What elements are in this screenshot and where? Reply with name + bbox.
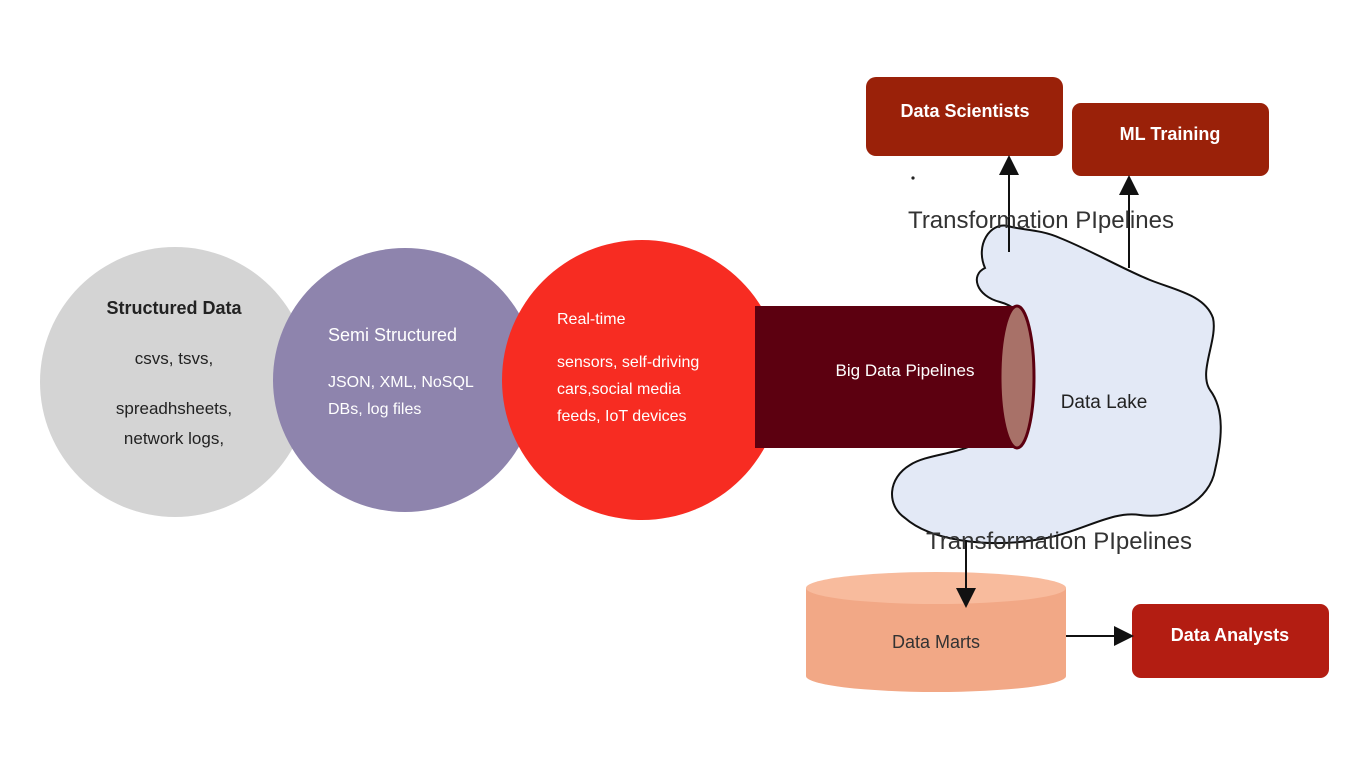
big-data-pipe [755, 306, 1017, 448]
data-marts-top [806, 572, 1066, 604]
data-scientists-box [866, 77, 1063, 156]
structured-data-circle [40, 247, 310, 517]
data-lake-label: Data Lake [1061, 392, 1148, 413]
data-scientists-label: Data Scientists [900, 101, 1029, 121]
transformation-label-top: Transformation PIpelines [908, 207, 1174, 234]
transformation-label-bottom: Transformation PIpelines [926, 528, 1192, 555]
structured-title: Structured Data [106, 298, 242, 318]
semi-structured-circle [273, 248, 537, 512]
semi-line1: JSON, XML, NoSQL [328, 374, 474, 391]
data-analysts-box [1132, 604, 1329, 678]
semi-title: Semi Structured [328, 325, 457, 345]
data-marts-bottom [806, 660, 1066, 692]
pipe-mouth [998, 304, 1036, 450]
structured-line1: csvs, tsvs, [135, 349, 213, 368]
realtime-title: Real-time [557, 311, 626, 328]
semi-line2: DBs, log files [328, 401, 421, 418]
data-marts-label: Data Marts [892, 632, 980, 652]
ml-training-label: ML Training [1120, 124, 1221, 144]
ml-training-box [1072, 103, 1269, 176]
realtime-line3: feeds, IoT devices [557, 408, 687, 425]
realtime-line2: cars,social media [557, 381, 681, 398]
data-analysts-label: Data Analysts [1171, 625, 1289, 645]
pipe-label: Big Data Pipelines [836, 361, 975, 380]
realtime-circle [502, 240, 782, 520]
structured-line3: network logs, [124, 429, 224, 448]
structured-line2: spreadhsheets, [116, 399, 232, 418]
stray-dot [911, 176, 915, 180]
realtime-line1: sensors, self-driving [557, 354, 699, 371]
